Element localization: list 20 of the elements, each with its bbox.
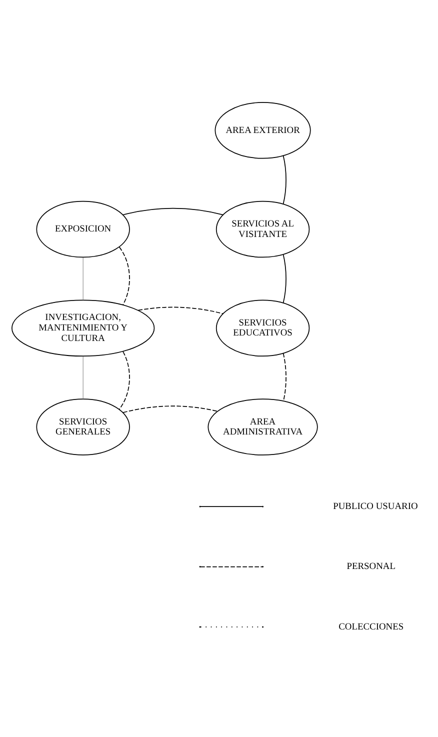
- node-ellipse: AREA ADMINISTRATIVA: [208, 398, 318, 455]
- node-ellipse: AREA EXTERIOR: [214, 102, 311, 158]
- connector: [122, 207, 224, 215]
- legend-label: COLECCIONES: [338, 622, 404, 632]
- legend-label: PUBLICO USUARIO: [333, 501, 418, 512]
- node-ellipse: EXPOSICION: [36, 200, 130, 258]
- node-ellipse: SERVICIOS GENERALES: [36, 398, 130, 455]
- connector: [118, 350, 130, 410]
- node-ellipse: SERVICIOS AL VISITANTE: [216, 200, 310, 258]
- node-ellipse: SERVICIOS EDUCATIVOS: [216, 299, 310, 356]
- connector: [282, 253, 286, 303]
- legend-label: PERSONAL: [346, 562, 396, 572]
- connector: [118, 246, 130, 305]
- node-ellipse: INVESTIGACION, MANTENIMIENTO Y CULTURA: [12, 299, 155, 356]
- connector: [122, 405, 218, 412]
- connector: [138, 306, 224, 314]
- connector: [282, 154, 286, 204]
- connector: [82, 256, 84, 300]
- connector: [282, 352, 286, 401]
- connector: [82, 356, 84, 399]
